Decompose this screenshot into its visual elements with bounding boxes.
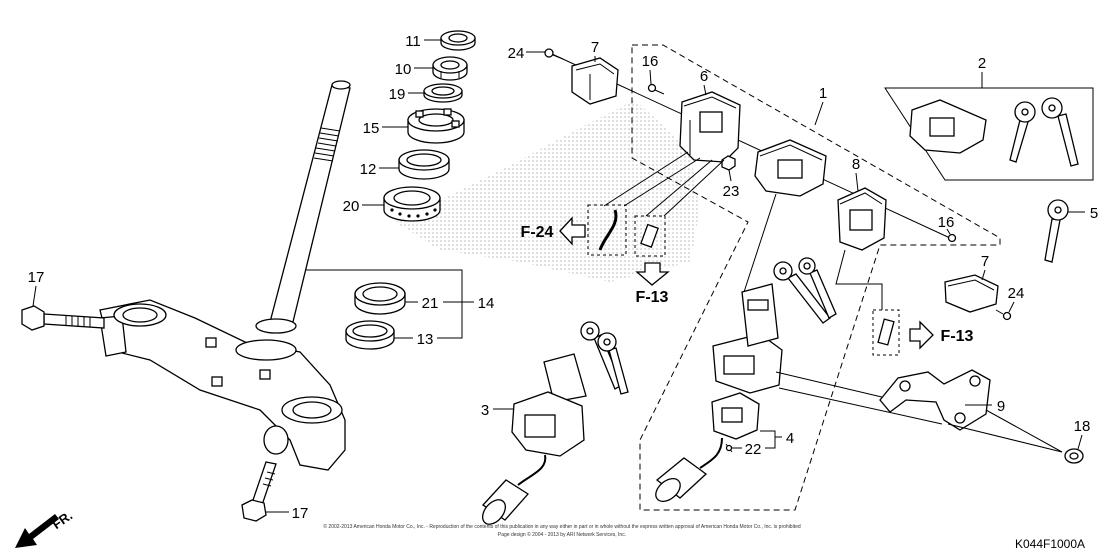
ring-nut-15	[407, 108, 465, 144]
drawing-code: K044F1000A	[1015, 537, 1085, 551]
callout-14: 14	[478, 295, 495, 312]
copyright-line-2: Page design © 2004 - 2013 by ARI Network…	[498, 531, 626, 538]
seal-13	[345, 320, 395, 350]
callout-7-top: 7	[591, 39, 599, 56]
screw-16-right	[947, 233, 957, 243]
callout-16-top: 16	[642, 53, 659, 70]
harness-line	[835, 249, 883, 310]
callout-24-right: 24	[1008, 285, 1025, 302]
callout-7-right: 7	[981, 253, 989, 270]
cylinder-3	[482, 479, 529, 525]
arrow-left-hollow-icon	[559, 216, 586, 246]
bolt-18	[1064, 448, 1084, 464]
stipple-watermark	[395, 100, 700, 282]
switch-middle	[754, 139, 827, 197]
bolt-23	[721, 155, 736, 171]
callout-20: 20	[343, 198, 360, 215]
callout-3: 3	[481, 402, 489, 419]
bracket-7-top	[571, 57, 619, 105]
callout-17-left: 17	[28, 269, 45, 286]
callout-2: 2	[978, 55, 986, 72]
nut-10	[432, 56, 468, 81]
callout-15: 15	[363, 120, 380, 137]
arrow-down-hollow-icon	[635, 262, 670, 286]
bottom-bridge	[99, 299, 346, 471]
callout-10: 10	[395, 61, 412, 78]
bolt-17-bottom	[241, 461, 277, 522]
callout-24-top: 24	[508, 45, 525, 62]
assembly-line	[778, 387, 943, 425]
harness-line	[663, 159, 725, 217]
front-direction-arrow-icon	[15, 514, 59, 548]
switch-6	[679, 91, 741, 163]
screw-24-top	[544, 48, 564, 60]
cable-4	[699, 437, 723, 469]
bearing-20	[383, 186, 441, 222]
callout-1: 1	[819, 85, 827, 102]
key-pair-upper	[773, 257, 837, 324]
callout-8: 8	[852, 156, 860, 173]
screw-22	[725, 443, 733, 453]
screw-16-top	[647, 83, 665, 95]
assembly-line	[775, 371, 887, 399]
callout-19: 19	[389, 86, 406, 103]
assembly-line	[985, 409, 1063, 453]
reference-f24: F-24	[521, 224, 554, 241]
callout-6: 6	[700, 68, 708, 85]
bracket-9	[879, 369, 991, 431]
cylinder-4	[655, 457, 708, 502]
copyright-line-1: © 2002-2013 American Honda Motor Co., In…	[323, 523, 800, 530]
bearing-21	[354, 282, 406, 315]
steering-stem	[255, 80, 351, 334]
callout-22: 22	[745, 441, 762, 458]
reference-f13-right: F-13	[941, 328, 974, 345]
assembly-1-outline	[631, 44, 1001, 511]
screw-24-right	[995, 309, 1012, 321]
harness-line	[603, 151, 689, 207]
bracket-7-right	[944, 274, 999, 313]
harness-line	[645, 159, 713, 217]
switch-set-2	[909, 99, 987, 154]
front-direction-label: FR.	[49, 508, 75, 532]
callout-21: 21	[422, 295, 439, 312]
arrow-right-hollow-icon	[909, 320, 934, 350]
callout-4: 4	[786, 430, 794, 447]
key-5	[1044, 199, 1069, 263]
callout-18: 18	[1074, 418, 1091, 435]
race-12	[398, 149, 450, 180]
callout-5: 5	[1090, 205, 1098, 222]
assembly-line	[947, 423, 1063, 453]
callout-23: 23	[723, 183, 740, 200]
switch-8	[837, 187, 887, 251]
reference-f13-center: F-13	[636, 289, 669, 306]
washer-19	[423, 83, 463, 103]
ignition-switch-3	[511, 353, 587, 457]
connector-box-f24	[587, 204, 627, 256]
callout-13: 13	[417, 331, 434, 348]
callout-9: 9	[997, 398, 1005, 415]
cable-3	[517, 454, 547, 486]
leader-lines	[32, 39, 1085, 513]
bolt-17-left	[21, 305, 105, 331]
callout-17-bottom: 17	[292, 505, 309, 522]
switch-4	[711, 392, 760, 440]
key-pair-3	[580, 321, 629, 395]
assembly-line	[743, 193, 777, 293]
callout-11: 11	[405, 33, 421, 50]
ignition-switch-upper	[712, 283, 783, 394]
connector-box-f13-center	[634, 215, 666, 257]
callout-12: 12	[360, 161, 377, 178]
harness-line	[623, 157, 701, 207]
seal-11	[440, 30, 476, 51]
callout-16-right: 16	[938, 214, 955, 231]
key-pair-2	[1009, 97, 1079, 167]
connector-box-f13-right	[872, 309, 900, 356]
